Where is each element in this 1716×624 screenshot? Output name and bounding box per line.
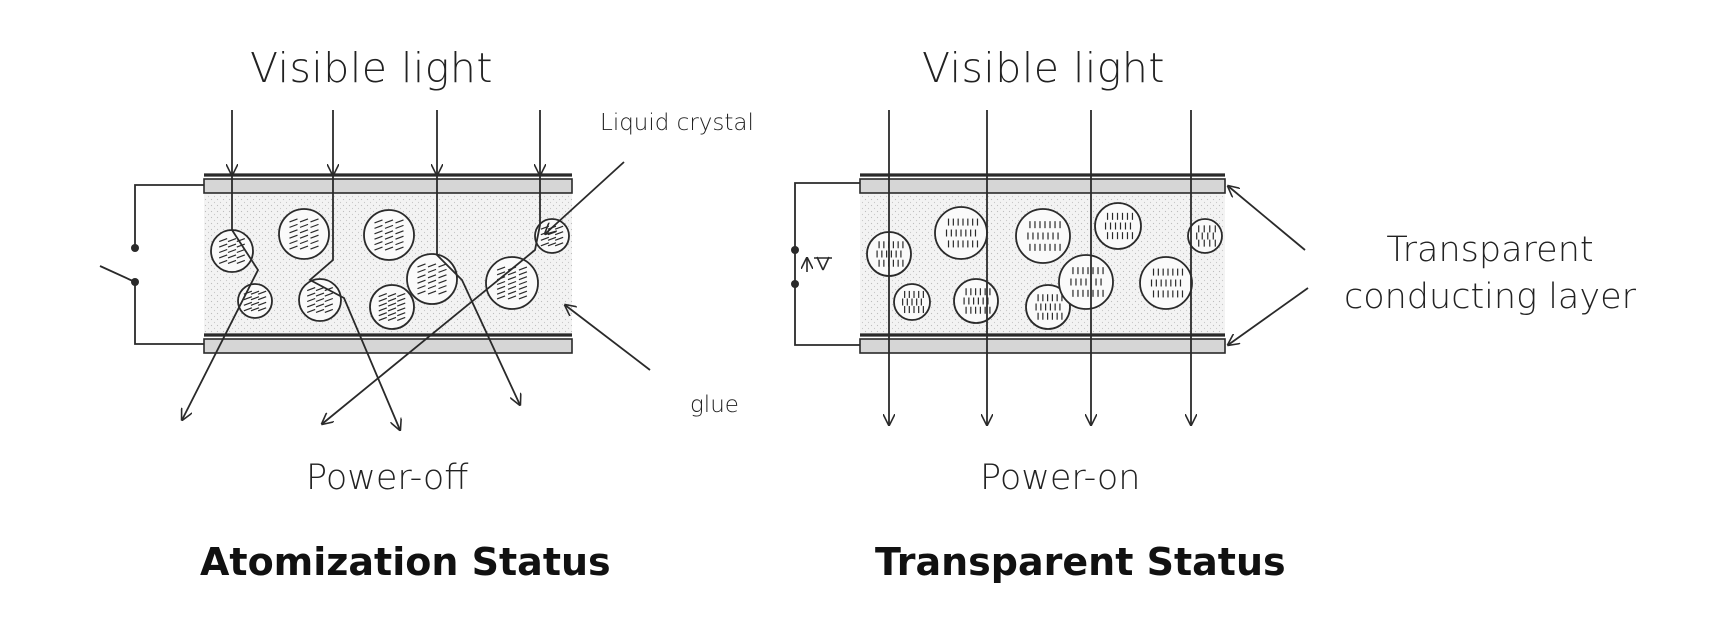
bottom-electrode-plate	[203, 338, 573, 354]
bottom-electrode-plate	[859, 338, 1226, 354]
liquid-crystal-droplet	[1015, 208, 1071, 264]
liquid-crystal-droplet	[485, 256, 539, 310]
liquid-crystal-droplet	[1025, 284, 1071, 330]
liquid-crystal-droplet	[1058, 254, 1114, 310]
transparent-cell	[791, 110, 1309, 425]
liquid-crystal-pointer	[545, 161, 625, 234]
top-electrode-plate	[859, 178, 1226, 194]
voltage-symbol-stroke	[816, 256, 824, 271]
transparent-layer-label-line2: conducting layer	[1343, 277, 1637, 317]
liquid-crystal-droplet	[406, 253, 458, 305]
liquid-crystal-droplet	[1094, 202, 1142, 250]
liquid-crystal-label: Liquid crystal	[600, 110, 754, 136]
liquid-crystal-droplet	[298, 278, 342, 322]
open-switch-lever	[99, 265, 136, 283]
top-electrode-plate	[203, 178, 573, 194]
liquid-crystal-droplet	[934, 206, 988, 260]
right-visible-light-label: Visible light	[922, 44, 1165, 92]
battery-terminal	[791, 246, 799, 254]
scattered-light-ray	[308, 175, 400, 430]
liquid-crystal-droplet	[278, 208, 330, 260]
transparent-status-title: Transparent Status	[875, 540, 1286, 584]
glue-pointer	[565, 305, 651, 371]
glue-label: glue	[690, 392, 739, 418]
liquid-crystal-droplet	[363, 209, 415, 261]
voltage-symbol-stroke	[822, 256, 830, 271]
liquid-crystal-droplet	[369, 284, 415, 330]
liquid-crystal-droplet	[210, 229, 254, 273]
conducting-layer-pointer	[1228, 287, 1309, 345]
scattered-light-ray	[322, 175, 541, 424]
scattered-light-ray	[436, 175, 520, 405]
circuit-wire	[794, 182, 860, 346]
power-on-label: Power-on	[980, 458, 1141, 498]
liquid-crystal-droplet	[1139, 256, 1193, 310]
liquid-crystal-droplet	[893, 283, 931, 321]
left-visible-light-label: Visible light	[250, 44, 493, 92]
transparent-layer-label-line1: Transparent	[1386, 230, 1594, 270]
conducting-layer-pointer	[1228, 186, 1306, 251]
battery-terminal	[791, 280, 799, 288]
liquid-crystal-droplet	[1187, 218, 1223, 254]
liquid-crystal-droplet	[953, 278, 999, 324]
scattered-light-ray	[182, 175, 260, 420]
atomization-status-title: Atomization Status	[200, 540, 611, 584]
circuit-wire-top	[134, 184, 204, 248]
circuit-wire-bottom	[134, 282, 204, 345]
power-off-label: Power-off	[306, 458, 469, 498]
atomization-cell	[99, 110, 651, 430]
switch-contact	[131, 244, 139, 252]
